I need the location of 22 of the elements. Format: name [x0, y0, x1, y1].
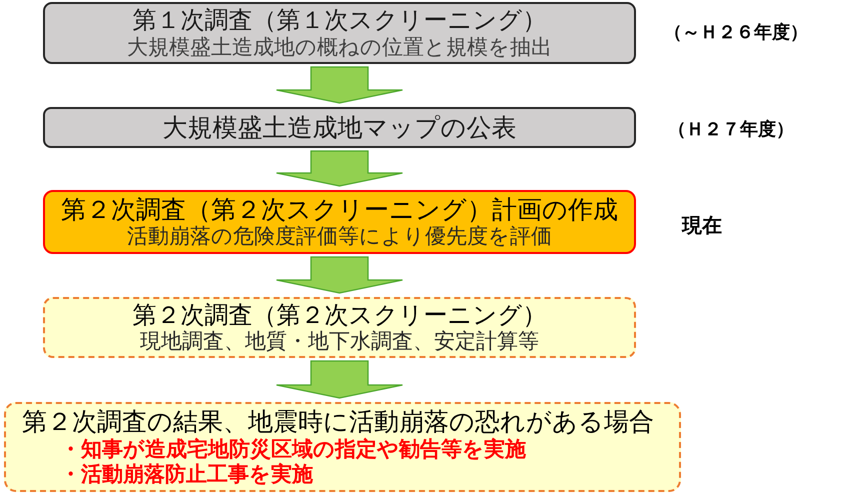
bullet-item: ・知事が造成宅地防災区域の指定や勧告等を実施 — [60, 436, 526, 462]
step-description: 現地調査、地質・地下水調査、安定計算等 — [140, 329, 539, 354]
step-title: 大規模盛土造成地マップの公表 — [162, 112, 516, 142]
period-label: （～Ｈ２６年度） — [664, 22, 808, 44]
step-title: 第２次調査（第２次スクリーニング）計画の作成 — [61, 194, 618, 224]
block-arrow — [276, 66, 404, 104]
step-description: 活動崩落の危険度評価等により優先度を評価 — [127, 224, 552, 250]
step-box — [43, 2, 636, 64]
block-arrow — [276, 150, 404, 187]
step-title: 第２次調査（第２次スクリーニング） — [132, 300, 546, 330]
period-label: （Ｈ２７年度） — [668, 119, 794, 141]
step-description: 大規模盛土造成地の概ねの位置と規模を抽出 — [127, 34, 552, 60]
block-arrow — [276, 360, 404, 399]
step-box — [43, 190, 636, 254]
step-box — [4, 402, 681, 492]
bullet-item: ・活動崩落防止工事を実施 — [60, 462, 313, 487]
step-title: 第１次調査（第１次スクリーニング） — [132, 6, 546, 35]
step-box — [43, 297, 636, 358]
step-title: 第２次調査の結果、地震時に活動崩落の恐れがある場合 — [22, 407, 654, 437]
status-label: 現在 — [682, 213, 722, 237]
block-arrow — [276, 256, 404, 294]
step-box — [43, 107, 636, 148]
